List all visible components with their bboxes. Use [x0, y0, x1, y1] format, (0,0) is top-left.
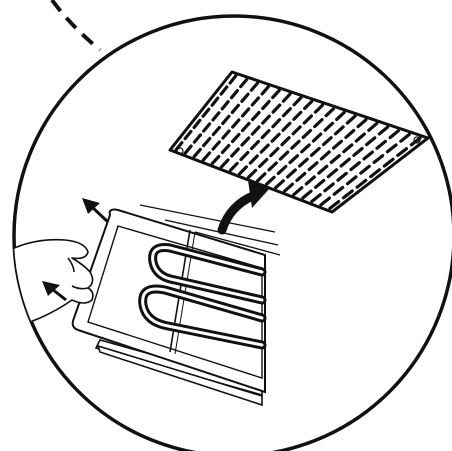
dashed-leader-line — [52, 0, 100, 50]
